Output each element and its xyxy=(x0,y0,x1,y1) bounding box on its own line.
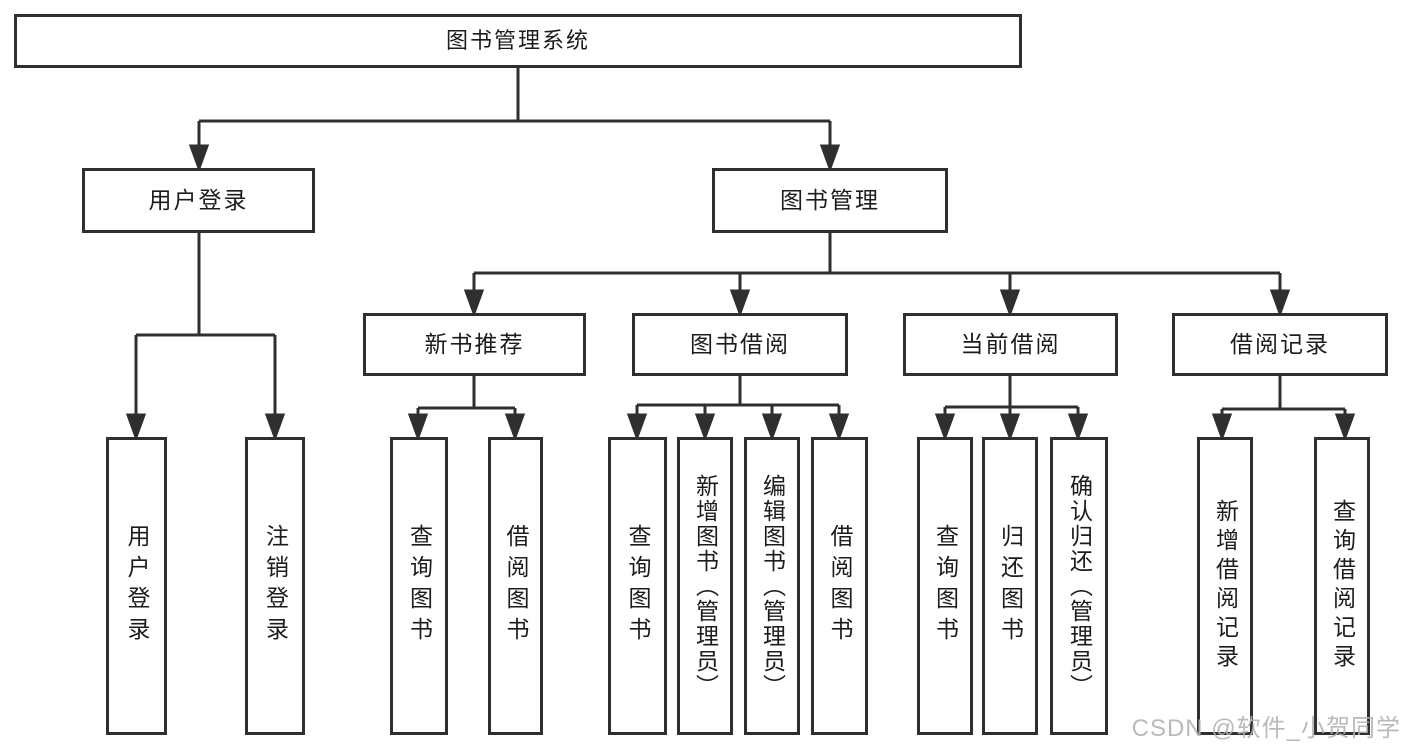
node-book-borrow: 图书借阅 xyxy=(632,313,848,376)
leaf-user-login: 用户登录 xyxy=(106,437,167,735)
arrowhead xyxy=(694,413,716,442)
arrowhead xyxy=(407,413,429,442)
leaf-label: 查询图书 xyxy=(406,524,433,648)
leaf-label: 用户登录 xyxy=(124,524,150,648)
arrowhead xyxy=(1211,413,1233,442)
arrowhead xyxy=(999,413,1021,442)
leaf-label: 查询图书 xyxy=(932,524,959,648)
leaf-label: 借阅图书 xyxy=(827,524,853,648)
arrowhead xyxy=(125,413,147,442)
leaf-query-books-recommend: 查询图书 xyxy=(390,437,448,735)
leaf-label: 新增借阅记录 xyxy=(1212,499,1239,673)
leaf-label: 归还图书 xyxy=(997,524,1024,648)
leaf-label: 查询借阅记录 xyxy=(1329,499,1356,673)
connector-recommend-children xyxy=(407,376,526,442)
connector-current-children xyxy=(934,376,1089,442)
leaf-label: 借阅图书 xyxy=(503,524,529,648)
connector-mgmt-to-level3 xyxy=(463,233,1291,318)
connector-login-children xyxy=(125,233,286,442)
node-current-borrow: 当前借阅 xyxy=(903,313,1118,376)
arrowhead xyxy=(1269,289,1291,318)
arrowhead xyxy=(819,144,841,173)
leaf-return-books: 归还图书 xyxy=(982,437,1038,735)
leaf-borrow-books: 借阅图书 xyxy=(811,437,868,735)
connector-borrow-children xyxy=(626,376,850,442)
arrowhead xyxy=(761,413,783,442)
node-borrow-records: 借阅记录 xyxy=(1172,313,1388,376)
arrowhead xyxy=(1334,413,1356,442)
node-book-management: 图书管理 xyxy=(712,168,948,233)
node-user-login: 用户登录 xyxy=(82,168,315,233)
node-new-book-recommend: 新书推荐 xyxy=(363,313,586,376)
arrowhead xyxy=(188,144,210,173)
connector-records-children xyxy=(1211,376,1356,442)
arrowhead xyxy=(1067,413,1089,442)
arrowhead xyxy=(934,413,956,442)
leaf-confirm-return-admin: 确认归还（管理员） xyxy=(1050,437,1108,735)
leaf-label: 新增图书（管理员） xyxy=(692,473,719,699)
arrowhead xyxy=(626,413,648,442)
arrowhead xyxy=(828,413,850,442)
leaf-label: 编辑图书（管理员） xyxy=(759,473,786,699)
arrowhead xyxy=(264,413,286,442)
arrowhead xyxy=(729,289,751,318)
leaf-label: 查询图书 xyxy=(625,524,651,648)
leaf-label: 注销登录 xyxy=(262,524,289,648)
connector-root-to-level2 xyxy=(188,68,841,173)
arrowhead xyxy=(999,289,1021,318)
leaf-query-books-current: 查询图书 xyxy=(917,437,973,735)
leaf-label: 确认归还（管理员） xyxy=(1066,473,1093,699)
leaf-query-borrow-record: 查询借阅记录 xyxy=(1314,437,1370,735)
leaf-add-books-admin: 新增图书（管理员） xyxy=(677,437,733,735)
leaf-query-books-borrow: 查询图书 xyxy=(608,437,667,735)
arrowhead xyxy=(463,289,485,318)
arrowhead xyxy=(504,413,526,442)
node-root-system: 图书管理系统 xyxy=(14,14,1022,68)
leaf-add-borrow-record: 新增借阅记录 xyxy=(1197,437,1253,735)
leaf-borrow-books-recommend: 借阅图书 xyxy=(488,437,543,735)
csdn-watermark: CSDN @软件_小贺同学 xyxy=(1131,715,1401,742)
leaf-edit-books-admin: 编辑图书（管理员） xyxy=(744,437,800,735)
leaf-logout: 注销登录 xyxy=(245,437,305,735)
